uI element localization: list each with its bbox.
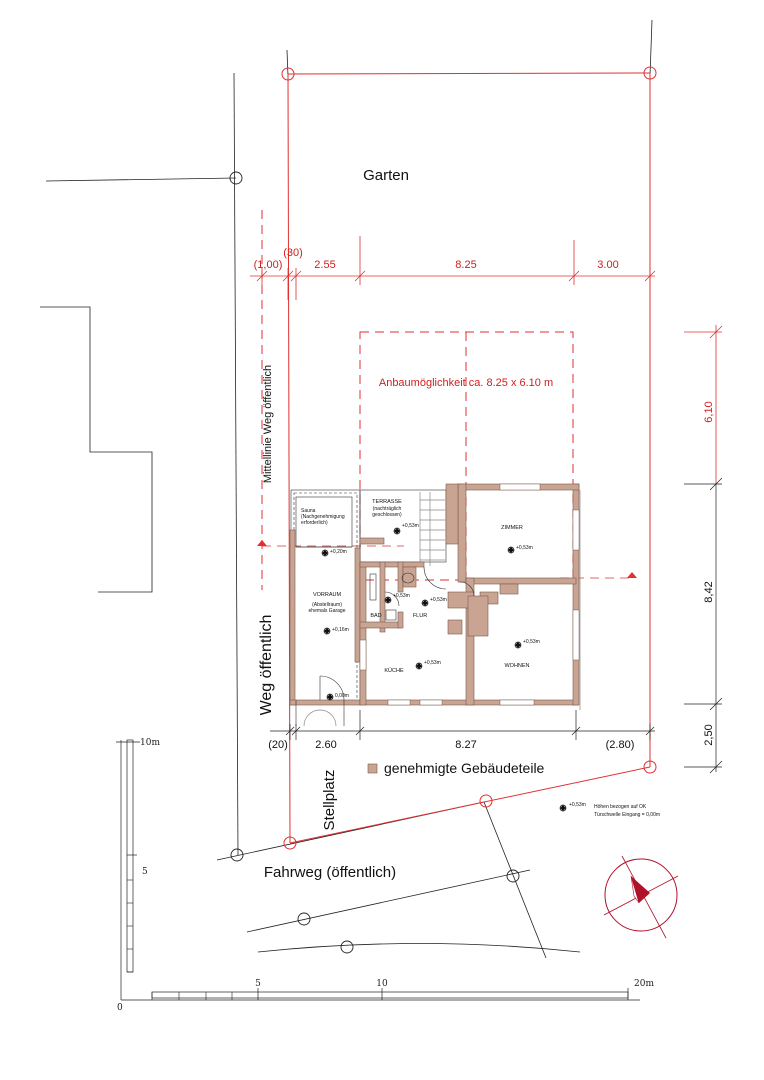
room-kueche: KÜCHE xyxy=(384,667,404,674)
label-anbau: Anbaumöglichkeit ca. 8.25 x 6.10 m xyxy=(379,377,553,389)
dim-bottom-4: (2.80) xyxy=(606,739,635,751)
bottom-dimension-chain: (20) 2.60 8.27 (2.80) xyxy=(268,710,655,751)
room-labels: TERRASSE (nachträglich geschlossen) Saun… xyxy=(301,499,530,674)
label-mittellinie: Mittellinie Weg öffentlich xyxy=(262,365,274,483)
level-marker-zimmer: +0,53m xyxy=(507,545,533,554)
dim-top-5: 3.00 xyxy=(597,259,618,271)
dim-bottom-2: 2.60 xyxy=(315,739,336,751)
level-marker-vorraum: +0,16m xyxy=(323,627,349,635)
room-sauna-2: (Nachgenehmigung xyxy=(301,514,345,520)
scale-bar-vertical: 10m 5 0 xyxy=(116,738,160,1013)
label-fahrweg: Fahrweg (öffentlich) xyxy=(264,864,396,881)
svg-text:+0,53m: +0,53m xyxy=(424,660,441,666)
room-sauna-1: Sauna xyxy=(301,508,316,514)
room-wohnen: WOHNEN xyxy=(504,663,529,669)
level-marker-bad: +0,53m xyxy=(384,593,410,604)
svg-text:+0,16m: +0,16m xyxy=(332,627,349,633)
height-note-line1: Höhen bezogen auf OK xyxy=(594,804,647,810)
dim-top-2: (30) xyxy=(283,247,303,259)
svg-text:+0,20m: +0,20m xyxy=(330,549,347,555)
room-sauna-3: erforderlich) xyxy=(301,520,328,526)
legend-swatch xyxy=(367,763,378,774)
room-terrasse-1: TERRASSE xyxy=(372,499,402,505)
height-note-symbol: +0,53m xyxy=(569,802,586,808)
level-marker-eingang: 0,00m xyxy=(326,693,349,701)
svg-text:+0,53m: +0,53m xyxy=(516,545,533,551)
svg-text:0,00m: 0,00m xyxy=(335,693,349,699)
svg-text:+0,53m: +0,53m xyxy=(430,597,447,603)
room-terrasse-2: (nachträglich xyxy=(373,506,402,512)
level-marker-kueche: +0,53m xyxy=(415,660,441,670)
level-marker-terrasse: +0,53m xyxy=(393,523,419,535)
room-terrasse-3: geschlossen) xyxy=(372,512,402,518)
scale-h-5: 5 xyxy=(255,979,261,989)
floor-plan xyxy=(289,483,581,727)
right-dimension-chain: 6,10 8,42 2,50 xyxy=(684,325,723,774)
room-vorraum-1: VORRAUM xyxy=(313,592,342,598)
svg-text:+0,53m: +0,53m xyxy=(402,523,419,529)
svg-text:+0,53m: +0,53m xyxy=(523,639,540,645)
level-marker-wohnen: +0,53m xyxy=(514,639,540,649)
top-dimension-chain: (1,00) (30) 2.55 8.25 3.00 xyxy=(250,236,656,300)
dim-top-3: 2.55 xyxy=(314,259,335,271)
dim-top-4: 8.25 xyxy=(455,259,476,271)
north-arrow-icon xyxy=(603,855,679,939)
level-marker-sauna: +0,20m xyxy=(321,549,347,557)
dim-bottom-3: 8.27 xyxy=(455,739,476,751)
scale-bar-horizontal: 5 10 20m xyxy=(121,979,654,1001)
room-bad: BAD xyxy=(370,613,381,619)
dim-bottom-1: (20) xyxy=(268,739,288,751)
level-markers: +0,53m +0,20m +0,16m 0,00m +0,53m +0,53m xyxy=(321,523,540,701)
dim-right-2: 8,42 xyxy=(703,581,715,602)
height-note-line2: Türschwelle Eingang = 0,00m xyxy=(594,812,660,818)
scale-h-20: 20m xyxy=(634,979,654,989)
svg-text:+0,53m: +0,53m xyxy=(393,593,410,599)
level-marker-flur: +0,53m xyxy=(421,597,447,607)
scale-h-10: 10 xyxy=(376,979,388,989)
room-vorraum-3: ehemals Garage xyxy=(309,608,346,614)
room-vorraum-2: (Abstellraum) xyxy=(312,602,342,608)
legend: genehmigte Gebäudeteile xyxy=(367,760,545,776)
scale-v-5: 5 xyxy=(142,867,148,877)
scale-v-10: 10m xyxy=(140,738,160,748)
dim-right-3: 2,50 xyxy=(703,724,715,745)
label-garten: Garten xyxy=(363,167,409,184)
label-stellplatz: Stellplatz xyxy=(321,770,338,831)
dim-top-1: (1,00) xyxy=(254,259,283,271)
label-weg: Weg öffentlich xyxy=(258,615,275,716)
dim-right-1: 6,10 xyxy=(703,401,715,422)
room-flur: FLUR xyxy=(413,613,427,619)
property-boundary xyxy=(257,66,657,850)
room-zimmer: ZIMMER xyxy=(501,525,523,531)
legend-text: genehmigte Gebäudeteile xyxy=(384,760,545,776)
scale-v-0: 0 xyxy=(117,1003,123,1013)
height-note: +0,53m Höhen bezogen auf OK Türschwelle … xyxy=(559,802,660,818)
